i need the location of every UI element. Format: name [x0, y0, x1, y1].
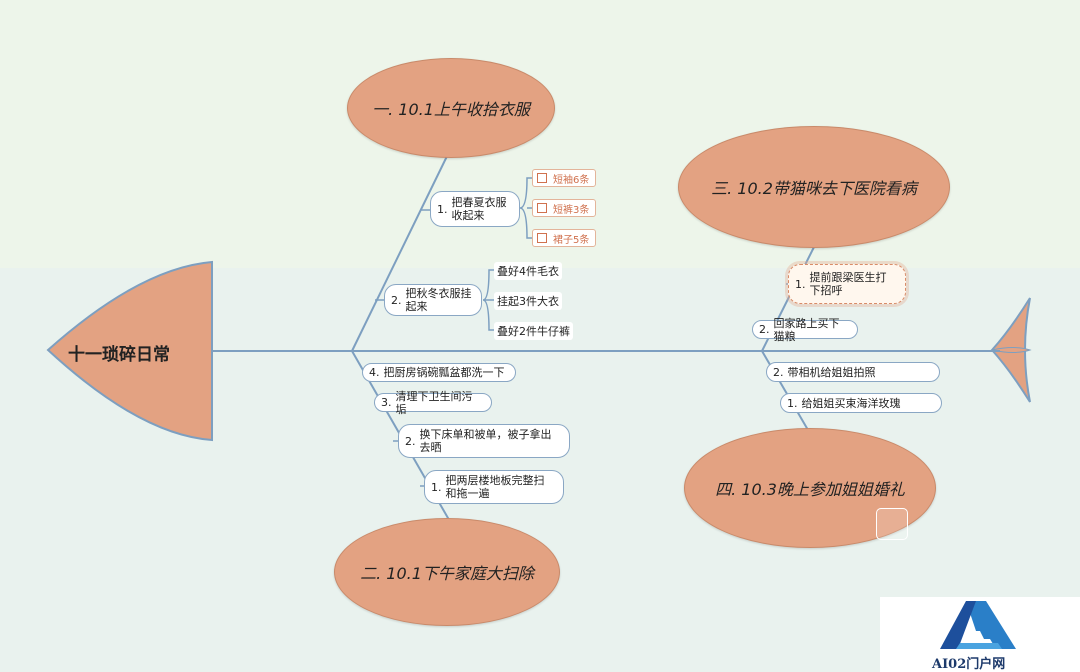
branch-node-1[interactable]: 一. 10.1上午收拾衣服: [347, 58, 555, 158]
checkbox-icon[interactable]: [537, 203, 547, 213]
logo-a-icon: [940, 601, 1016, 649]
branch-node-3[interactable]: 三. 10.2带猫咪去下医院看病: [678, 126, 950, 248]
item-text: 把春夏衣服收起来: [451, 196, 507, 222]
watermark-text: AI02门户网: [932, 657, 1006, 672]
fish-head: [46, 260, 213, 442]
item-text: 把厨房锅碗瓢盆都洗一下: [383, 366, 505, 379]
item-number: 1.: [431, 480, 442, 494]
branch-node-2[interactable]: 二. 10.1下午家庭大扫除: [334, 518, 560, 626]
checkbox-icon[interactable]: [537, 233, 547, 243]
item-number: 3.: [381, 396, 392, 409]
branch2-item-4[interactable]: 4. 把厨房锅碗瓢盆都洗一下: [362, 363, 516, 382]
tag-item-1[interactable]: 短袖6条: [532, 169, 596, 187]
item-text: 提前跟梁医生打下招呼: [809, 271, 887, 297]
tag-label: 裙子5条: [553, 234, 590, 246]
branch3-item-2[interactable]: 2. 回家路上买下猫粮: [752, 317, 858, 343]
leaf-item-2[interactable]: 挂起3件大衣: [494, 292, 562, 310]
branch-title-3: 三. 10.2带猫咪去下医院看病: [711, 179, 917, 198]
item-number: 4.: [369, 366, 380, 379]
branch-title-2: 二. 10.1下午家庭大扫除: [360, 564, 534, 583]
tag-label: 短裤3条: [553, 204, 590, 216]
branch4-item-2[interactable]: 2. 带相机给姐姐拍照: [766, 362, 940, 382]
leaf-item-1[interactable]: 叠好4件毛衣: [494, 262, 562, 280]
item-number: 2.: [405, 434, 416, 448]
branch1-item-1[interactable]: 1. 把春夏衣服收起来: [430, 191, 520, 227]
branch4-item-1[interactable]: 1. 给姐姐买束海洋玫瑰: [780, 393, 942, 413]
item-text: 清理下卫生间污垢: [395, 389, 473, 416]
checkbox-icon[interactable]: [537, 173, 547, 183]
item-text: 给姐姐买束海洋玫瑰: [801, 396, 901, 410]
item-text: 换下床单和被单，被子拿出去晒: [419, 428, 552, 454]
leaf-item-3[interactable]: 叠好2件牛仔裤: [494, 322, 573, 340]
item-text: 回家路上买下猫粮: [773, 316, 840, 343]
item-number: 1.: [437, 202, 448, 216]
item-text: 把秋冬衣服挂起来: [405, 287, 472, 313]
item-text: 把两层楼地板完整扫和拖一遍: [445, 474, 545, 500]
branch2-item-3[interactable]: 3. 清理下卫生间污垢: [374, 390, 492, 416]
branch-title-1: 一. 10.1上午收拾衣服: [372, 100, 530, 119]
overlay-frame: [876, 508, 908, 540]
item-number: 1.: [787, 396, 798, 410]
bone-branch-1: [351, 149, 451, 352]
item-number: 2.: [391, 293, 402, 307]
watermark-logo: AI02门户网: [880, 597, 1080, 672]
tag-label: 短袖6条: [553, 174, 590, 186]
tag-item-2[interactable]: 短裤3条: [532, 199, 596, 217]
item-number: 2.: [759, 323, 770, 336]
head-title[interactable]: 十一琐碎日常: [68, 345, 170, 365]
tag-item-3[interactable]: 裙子5条: [532, 229, 596, 247]
branch-node-4[interactable]: 四. 10.3晚上参加姐姐婚礼: [684, 428, 936, 548]
item-number: 1.: [795, 277, 806, 291]
branch2-item-2[interactable]: 2. 换下床单和被单，被子拿出去晒: [398, 424, 570, 458]
branch-title-4: 四. 10.3晚上参加姐姐婚礼: [715, 480, 905, 499]
branch1-item-2[interactable]: 2. 把秋冬衣服挂起来: [384, 284, 482, 316]
item-text: 带相机给姐姐拍照: [787, 365, 876, 379]
branch2-item-1[interactable]: 1. 把两层楼地板完整扫和拖一遍: [424, 470, 564, 504]
item-number: 2.: [773, 365, 784, 379]
branch3-item-1[interactable]: 1. 提前跟梁医生打下招呼: [788, 264, 906, 304]
